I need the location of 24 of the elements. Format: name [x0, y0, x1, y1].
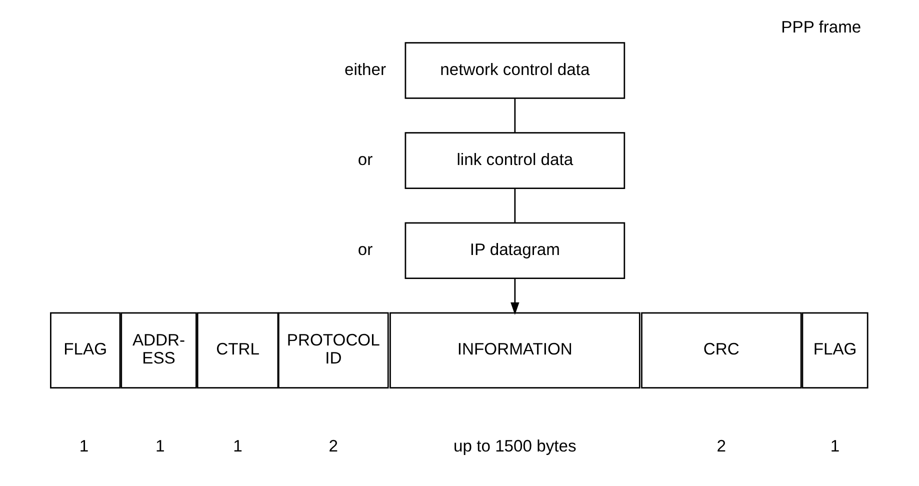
node-box: CTRL — [196, 312, 279, 388]
node-box: PROTOCOL ID — [278, 312, 389, 388]
node-box: IP datagram — [404, 222, 626, 280]
node-label: 2 — [716, 436, 726, 456]
node-label: 1 — [156, 436, 165, 456]
connector — [514, 98, 516, 133]
node-label: or — [358, 150, 373, 169]
node-box: link control data — [404, 132, 626, 189]
connector — [514, 188, 516, 223]
node-label: 2 — [328, 436, 338, 456]
node-label: 1 — [79, 436, 89, 456]
node-box: INFORMATION — [390, 312, 640, 388]
arrow — [510, 278, 520, 315]
node-box: FLAG — [802, 312, 868, 388]
node-label: or — [358, 240, 373, 259]
node-label: up to 1500 bytes — [454, 436, 576, 456]
node-label: 1 — [233, 436, 242, 456]
node-box: CRC — [641, 312, 802, 388]
node-box: ADDR- ESS — [120, 312, 197, 388]
diagram-title: PPP frame — [781, 18, 862, 37]
node-box: FLAG — [50, 312, 121, 388]
node-box: network control data — [404, 42, 626, 99]
node-label: either — [344, 60, 386, 79]
node-label: 1 — [830, 436, 840, 456]
